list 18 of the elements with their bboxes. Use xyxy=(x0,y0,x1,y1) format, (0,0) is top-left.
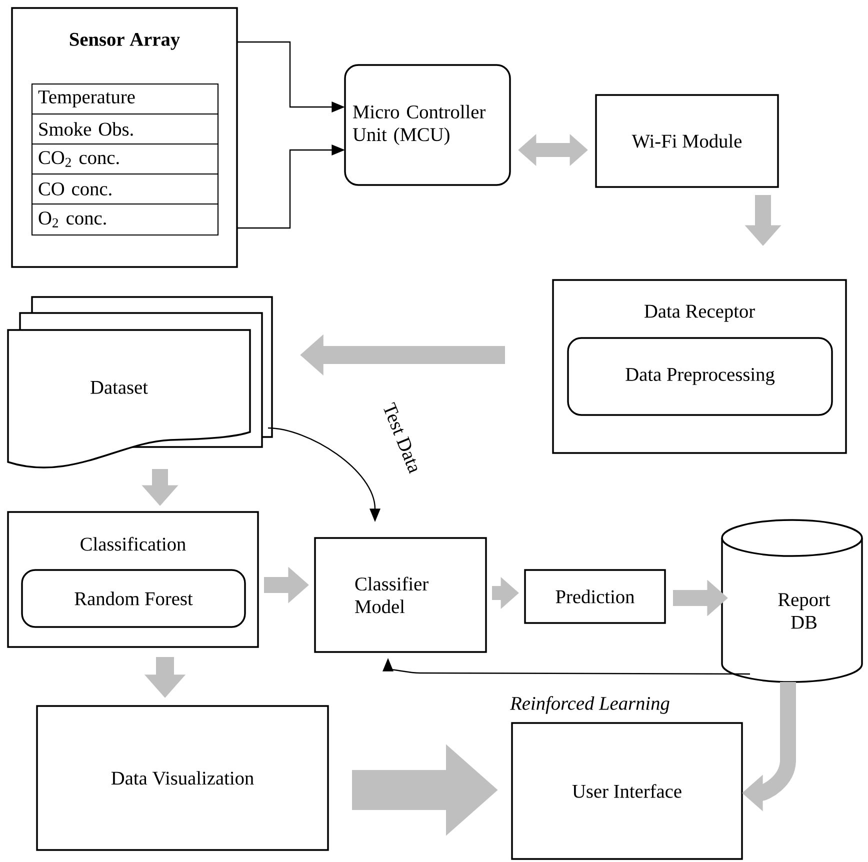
process-box: User Interface xyxy=(511,722,743,860)
document-stack: Dataset xyxy=(7,296,273,468)
process-box: Data Visualization xyxy=(36,705,329,851)
rounded-box: Random Forest xyxy=(21,569,246,628)
table-cell: CO$_{2}$ conc. xyxy=(31,143,219,175)
rounded-box: Micro Controller Unit (MCU) xyxy=(344,64,511,186)
process-box: Wi-Fi Module xyxy=(595,94,779,188)
rounded-box: Data Preprocessing xyxy=(567,337,833,416)
table-cell: Smoke Obs. xyxy=(31,113,219,145)
table-cell: O$_{2}$ conc. xyxy=(31,203,219,236)
node-label: Report DB xyxy=(778,593,830,629)
process-box: Classifier Model xyxy=(314,537,487,653)
edge-label: Test Data xyxy=(380,400,424,476)
process-box: Prediction xyxy=(524,569,666,624)
database-cylinder: Report DB xyxy=(721,519,863,683)
edge-label: Reinforced Learning xyxy=(508,694,672,716)
table-cell: CO conc. xyxy=(31,173,219,205)
table-cell: Temperature xyxy=(31,83,219,115)
